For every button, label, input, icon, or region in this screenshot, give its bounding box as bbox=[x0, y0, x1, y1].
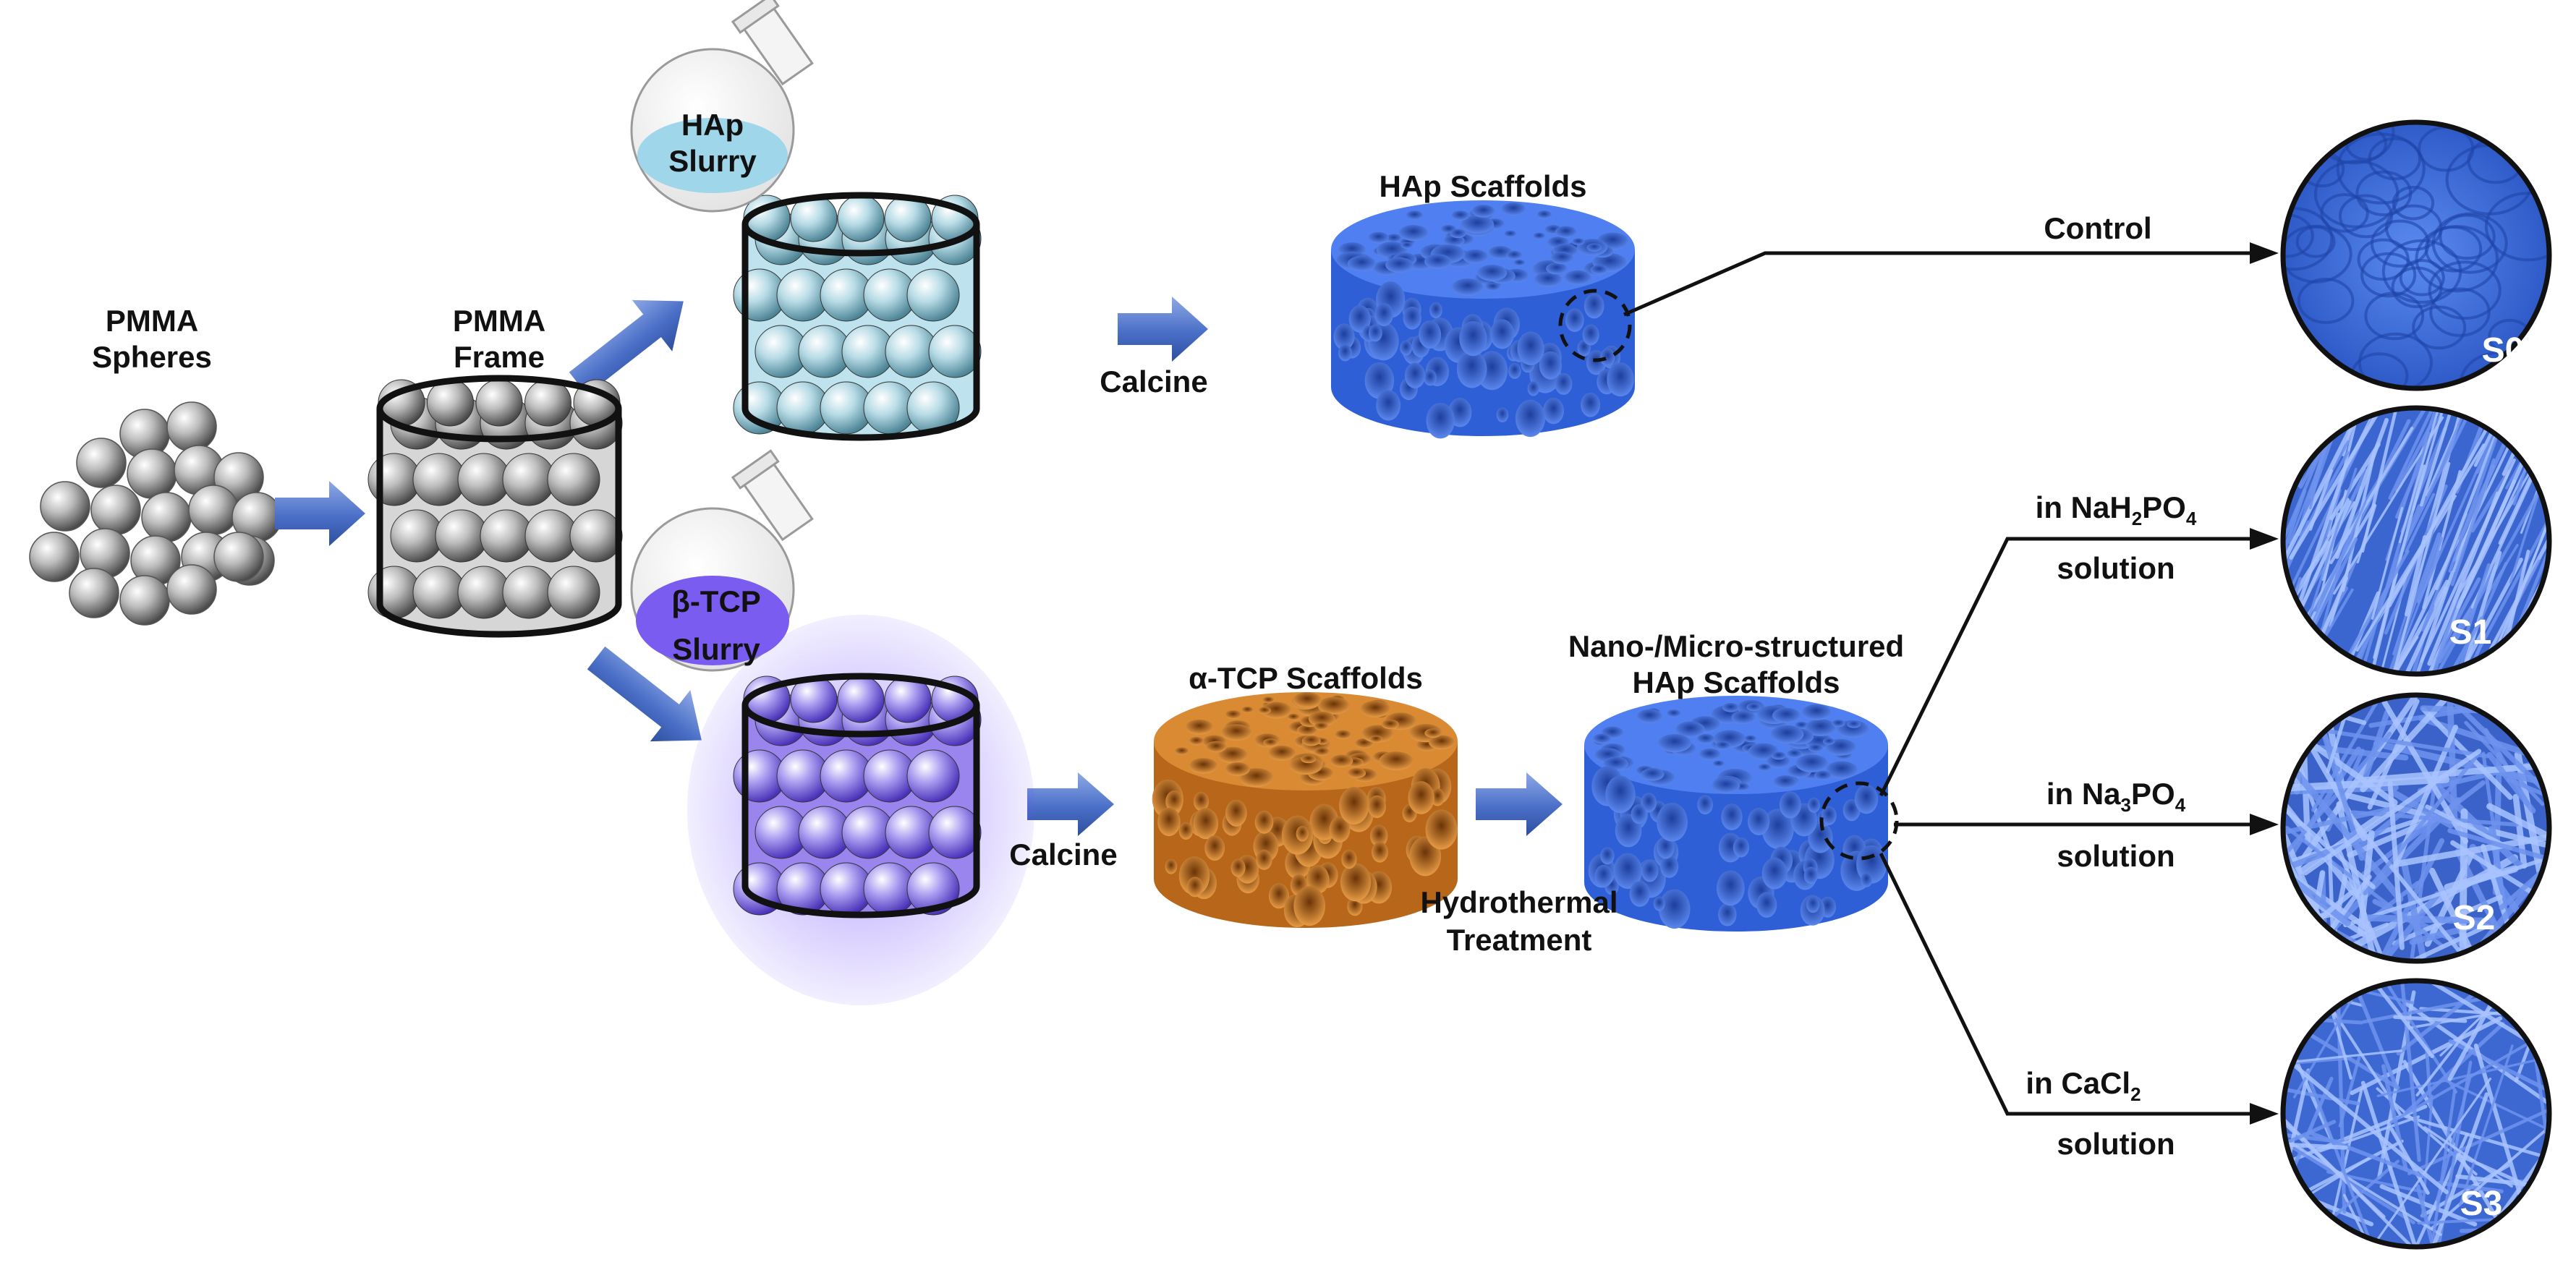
sem-image-s3 bbox=[2280, 978, 2552, 1250]
arrow-frame-to-btcp-mould bbox=[587, 646, 702, 742]
line-control bbox=[1623, 251, 2250, 317]
btcp-slurry-flask bbox=[630, 449, 814, 672]
label-s1-solution: solution bbox=[2057, 551, 2175, 585]
label-s2: S2 bbox=[2453, 899, 2496, 937]
arrow-hydrothermal bbox=[1476, 772, 1563, 836]
pmma-spheres-pile bbox=[29, 401, 282, 626]
btcp-slurry-mould bbox=[733, 673, 982, 918]
label-pmma-frame-2: Frame bbox=[454, 340, 545, 374]
label-nano-2: HAp Scaffolds bbox=[1632, 665, 1840, 699]
zoom-marker-top bbox=[1558, 289, 1632, 362]
label-pmma-frame-1: PMMA bbox=[453, 304, 545, 338]
pmma-frame-cylinder bbox=[367, 375, 623, 638]
label-s1: S1 bbox=[2449, 613, 2492, 652]
label-calcine-top: Calcine bbox=[1100, 365, 1207, 398]
arrow-calcine-top bbox=[1118, 297, 1208, 362]
label-pmma-spheres-1: PMMA bbox=[106, 304, 198, 338]
sem-image-s2 bbox=[2280, 692, 2552, 964]
arrow-spheres-to-frame bbox=[275, 481, 365, 546]
hap-scaffold-disc bbox=[1331, 200, 1635, 439]
sem-image-s0 bbox=[2280, 119, 2552, 391]
zoom-marker-bottom bbox=[1819, 781, 1899, 861]
label-btcp-slurry-1: β-TCP bbox=[671, 584, 761, 618]
label-pmma-spheres-2: Spheres bbox=[92, 340, 212, 374]
connector-arrowheads bbox=[2250, 242, 2279, 1125]
label-atcp-scaffolds: α-TCP Scaffolds bbox=[1189, 661, 1423, 695]
label-calcine-bottom: Calcine bbox=[1009, 837, 1117, 871]
atcp-scaffold-disc bbox=[1152, 692, 1458, 928]
label-nano-1: Nano-/Micro-structured bbox=[1568, 629, 1904, 663]
label-s3-medium: in CaCl2 bbox=[2025, 1066, 2141, 1105]
arrow-calcine-bottom bbox=[1027, 772, 1114, 836]
label-hydrothermal-2: Treatment bbox=[1447, 923, 1592, 957]
line-s3 bbox=[1879, 852, 2250, 1116]
label-s3-solution: solution bbox=[2057, 1127, 2175, 1161]
label-hap-scaffolds: HAp Scaffolds bbox=[1379, 169, 1586, 203]
nano-micro-hap-scaffold-disc bbox=[1584, 696, 1888, 932]
label-control: Control bbox=[2044, 211, 2151, 245]
line-s1 bbox=[1879, 537, 2250, 797]
label-hap-slurry-1: HAp bbox=[681, 108, 744, 142]
arrow-frame-to-hap-mould bbox=[569, 299, 684, 396]
label-hap-slurry-2: Slurry bbox=[668, 144, 757, 178]
hap-slurry-mould bbox=[733, 192, 982, 441]
label-s1-medium: in NaH2PO4 bbox=[2036, 490, 2197, 529]
connector-lines bbox=[1623, 251, 2250, 1116]
label-s0: S0 bbox=[2482, 331, 2525, 370]
label-btcp-slurry-2: Slurry bbox=[672, 632, 760, 666]
label-hydrothermal-1: Hydrothermal bbox=[1420, 885, 1618, 919]
label-s2-medium: in Na3PO4 bbox=[2046, 777, 2186, 816]
hap-slurry-flask bbox=[630, 0, 814, 213]
label-s2-solution: solution bbox=[2057, 839, 2175, 873]
label-s3: S3 bbox=[2460, 1185, 2503, 1223]
